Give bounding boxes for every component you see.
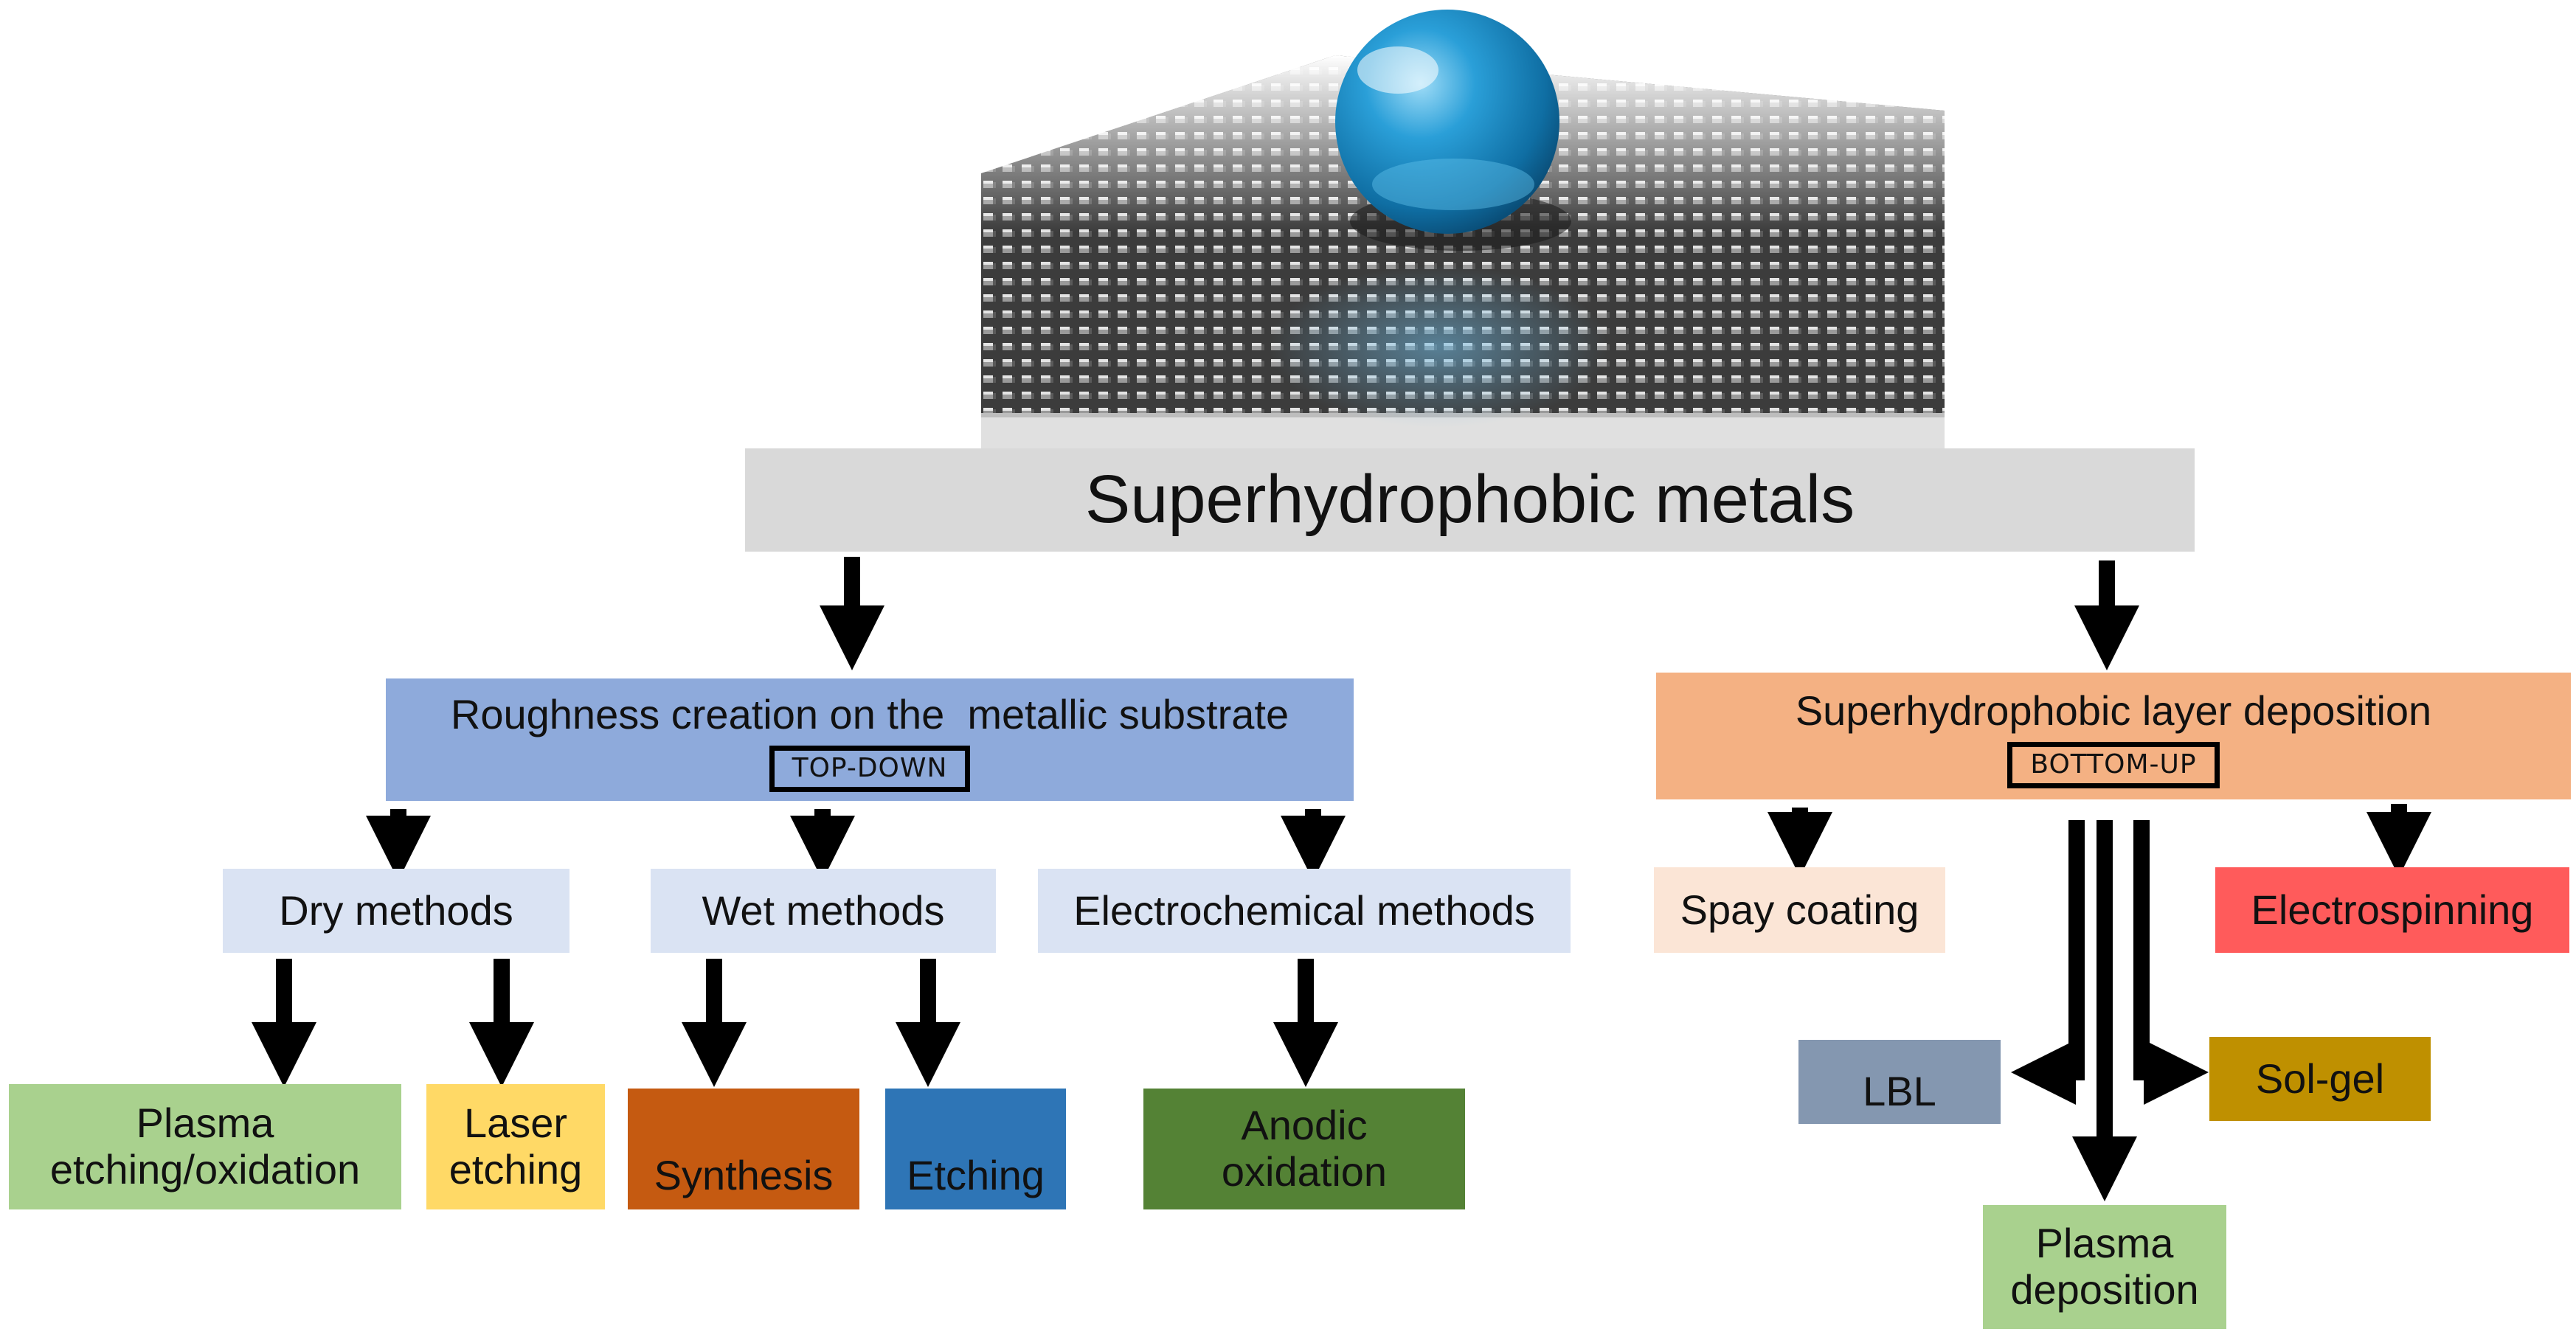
method-dry-label: Dry methods <box>279 886 513 934</box>
method-spay-coating: Spay coating <box>1654 867 1945 953</box>
method-electrochemical-label: Electrochemical methods <box>1073 886 1535 934</box>
topdown-node: Roughness creation on the metallic subst… <box>386 678 1354 801</box>
leaf-synthesis: Synthesis <box>628 1089 859 1209</box>
method-lbl-label: LBL <box>1863 1068 1936 1115</box>
droplet-on-pillars-illustration <box>981 0 1945 448</box>
method-wet-label: Wet methods <box>702 886 945 934</box>
method-electrochemical: Electrochemical methods <box>1038 869 1571 953</box>
method-lbl: LBL <box>1798 1040 2001 1124</box>
method-wet: Wet methods <box>651 869 996 953</box>
method-spay-coating-label: Spay coating <box>1680 886 1919 933</box>
root-label: Superhydrophobic metals <box>1084 462 1855 538</box>
bottomup-node: Superhydrophobic layer deposition BOTTOM… <box>1656 673 2571 799</box>
method-electrospinning: Electrospinning <box>2215 867 2569 953</box>
leaf-plasma-etching: Plasma etching/oxidation <box>9 1084 401 1209</box>
leaf-anodic-oxidation: Anodic oxidation <box>1143 1089 1465 1209</box>
arrow-to-lbl <box>2011 820 2085 1105</box>
method-electrospinning-label: Electrospinning <box>2251 886 2534 933</box>
leaf-laser-etching: Laser etching <box>426 1084 605 1209</box>
root-node: Superhydrophobic metals <box>745 448 2195 552</box>
leaf-synthesis-label: Synthesis <box>654 1152 834 1199</box>
method-plasma-deposition: Plasma deposition <box>1983 1205 2226 1329</box>
method-plasma-deposition-label: Plasma deposition <box>2010 1220 2199 1313</box>
method-sol-gel-label: Sol-gel <box>2255 1055 2385 1102</box>
leaf-laser-etching-label: Laser etching <box>449 1100 583 1193</box>
method-dry: Dry methods <box>223 869 569 953</box>
bottomup-label: Superhydrophobic layer deposition <box>1795 687 2432 735</box>
topdown-label: Roughness creation on the metallic subst… <box>450 691 1289 738</box>
leaf-etching-label: Etching <box>907 1152 1045 1199</box>
method-sol-gel: Sol-gel <box>2209 1037 2431 1121</box>
leaf-etching: Etching <box>885 1089 1066 1209</box>
arrow-to-solgel <box>2133 820 2209 1105</box>
pillar-array-image <box>981 10 1945 448</box>
leaf-anodic-oxidation-label: Anodic oxidation <box>1221 1102 1388 1195</box>
bottomup-tag: BOTTOM-UP <box>2007 742 2220 788</box>
topdown-tag: TOP-DOWN <box>769 746 971 792</box>
leaf-plasma-etching-label: Plasma etching/oxidation <box>49 1100 361 1193</box>
